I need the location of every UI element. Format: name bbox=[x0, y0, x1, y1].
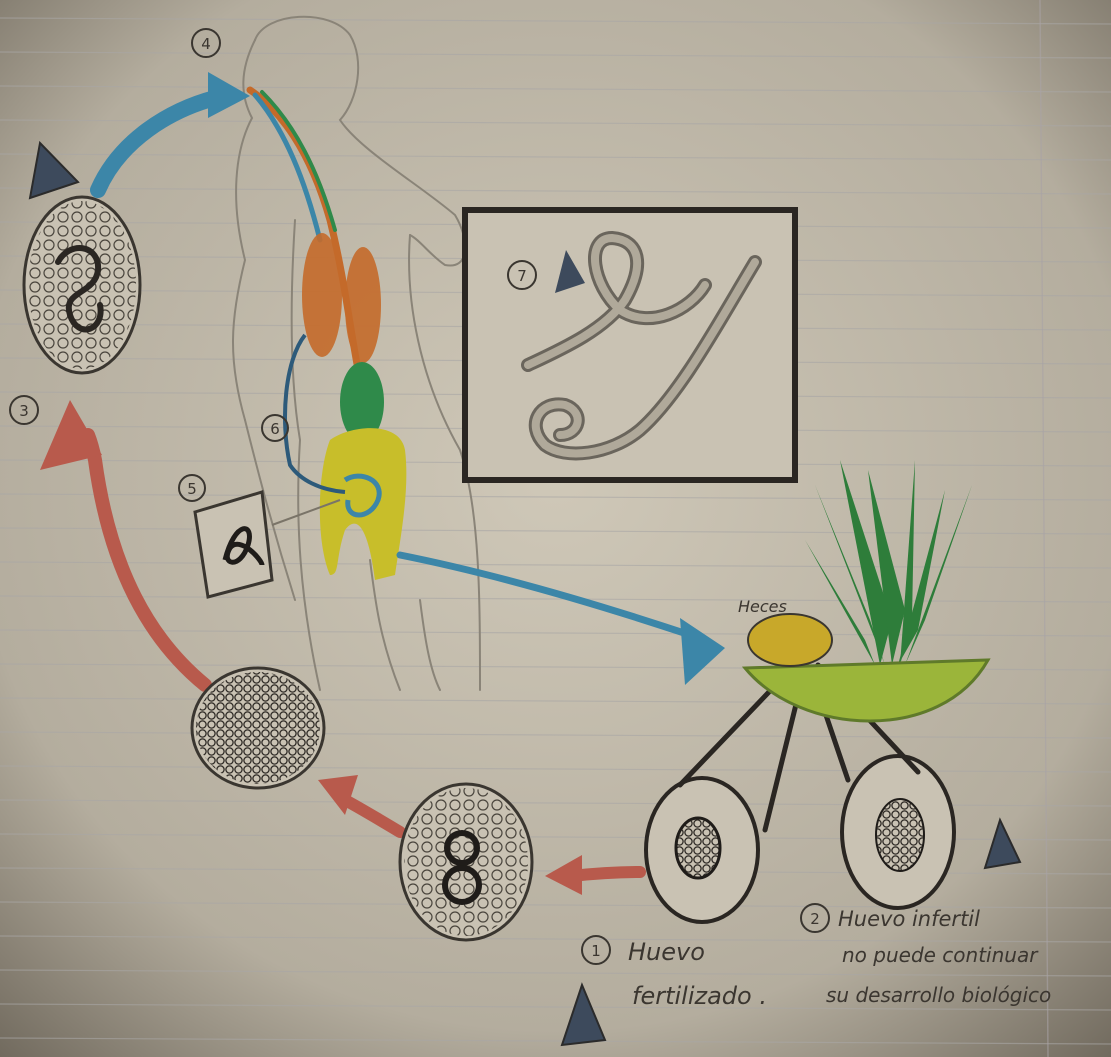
stage-6-number: 6 bbox=[270, 420, 280, 438]
stage-5-number: 5 bbox=[187, 480, 197, 498]
infertile-egg bbox=[842, 756, 954, 908]
stage-1-label-line1: Huevo bbox=[628, 938, 705, 966]
stage-2-number: 2 bbox=[810, 910, 820, 928]
stage-2-label-line2: no puede continuar bbox=[842, 943, 1039, 967]
stage-7-number: 7 bbox=[517, 267, 527, 285]
stage-1-number: 1 bbox=[591, 942, 601, 960]
stage-4-number: 4 bbox=[201, 35, 211, 53]
stage-3-number: 3 bbox=[19, 402, 29, 420]
feces-label: Heces bbox=[738, 597, 787, 616]
stage-1-label-line2: fertilizado . bbox=[632, 982, 767, 1010]
stage-2-label-line3: su desarrollo biológico bbox=[826, 983, 1051, 1007]
larvated-egg bbox=[24, 197, 140, 373]
eight-cell-egg bbox=[400, 784, 532, 940]
adult-worms-inset bbox=[465, 210, 795, 480]
feces bbox=[748, 614, 832, 666]
fertilized-egg bbox=[646, 778, 758, 922]
stage-2-label-line1: Huevo infertil bbox=[838, 907, 980, 931]
multicell-egg bbox=[192, 668, 324, 788]
